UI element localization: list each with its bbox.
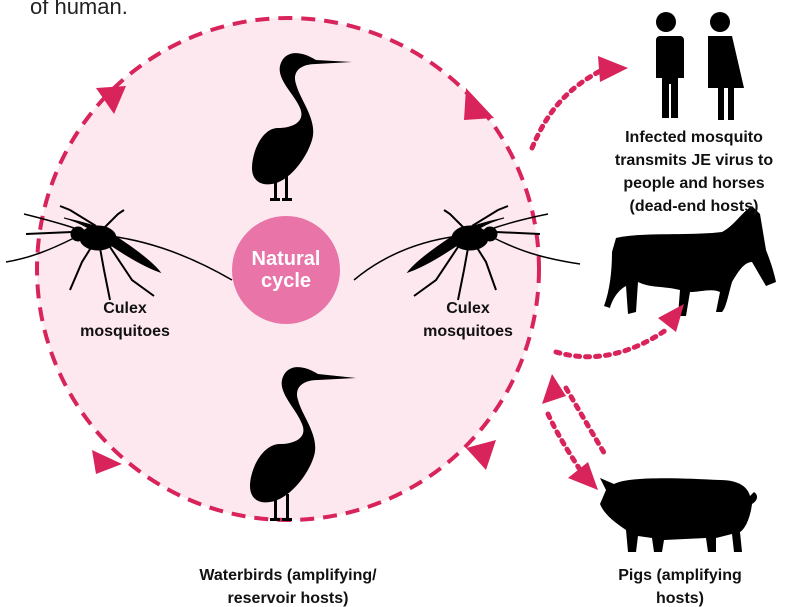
horse-icon	[604, 206, 776, 316]
culex-right-label: Culex mosquitoes	[403, 297, 533, 343]
arrow-icon	[598, 56, 628, 82]
arrow-icon	[658, 304, 684, 332]
arrow-icon	[542, 374, 566, 404]
waterbirds-label: Waterbirds (amplifying/ reservoir hosts)	[168, 564, 408, 607]
culex-left-label: Culex mosquitoes	[60, 297, 190, 343]
arrow-icon	[466, 440, 496, 470]
arrow-to-horse	[556, 330, 666, 357]
pig-icon	[600, 478, 757, 552]
people-icon	[652, 12, 744, 120]
arrow-pig-down	[566, 388, 606, 456]
arrow-icon	[568, 462, 598, 490]
arrow-to-people	[532, 70, 602, 148]
infected-mosquito-label: Infected mosquito transmits JE virus to …	[596, 126, 792, 218]
arrow-icon	[464, 88, 494, 120]
natural-cycle-label: Natural cycle	[238, 248, 334, 292]
pigs-label: Pigs (amplifying hosts)	[600, 564, 760, 607]
arrow-pig-up	[548, 414, 584, 476]
